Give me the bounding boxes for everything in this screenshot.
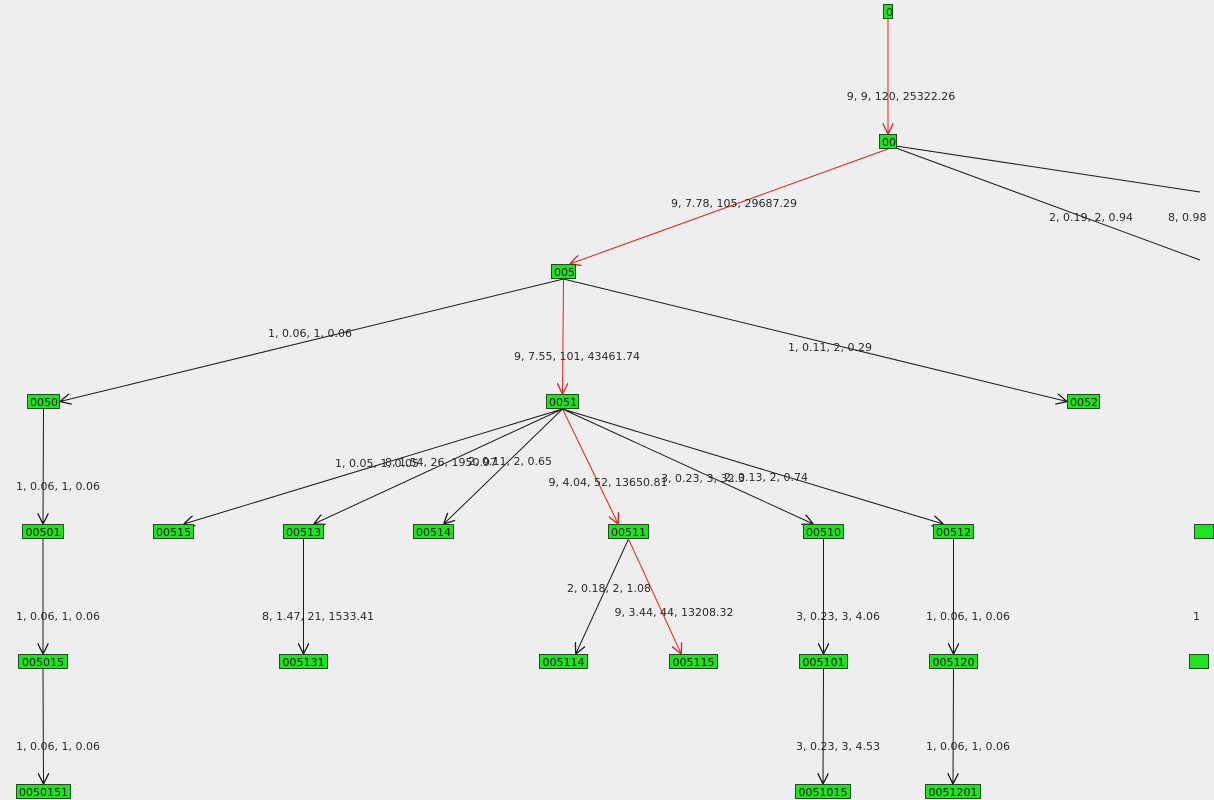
edge-0051-00512 <box>562 408 944 524</box>
node-00[interactable]: 00 <box>879 134 897 149</box>
edge-005-0051 <box>563 278 564 394</box>
node-00513[interactable]: 00513 <box>283 524 324 539</box>
node-partial-right-1[interactable] <box>1194 524 1214 539</box>
edge-label-005120-0051201: 1, 0.06, 1, 0.06 <box>926 740 1010 753</box>
node-0051[interactable]: 0051 <box>546 394 579 409</box>
edge-label-0051-00511: 9, 4.04, 52, 13650.81 <box>548 476 668 489</box>
node-00512[interactable]: 00512 <box>933 524 974 539</box>
edge-offscreen-1 <box>895 145 1201 193</box>
edge-label-partial-1: 2, 0.19, 2, 0.94 <box>1049 211 1133 224</box>
edge-label-00511-005115: 9, 3.44, 44, 13208.32 <box>614 606 734 619</box>
node-00510[interactable]: 00510 <box>803 524 844 539</box>
node-0051015[interactable]: 0051015 <box>795 784 851 799</box>
edge-0051-00513 <box>314 408 563 524</box>
edge-0051-00511 <box>562 408 619 524</box>
node-00501[interactable]: 00501 <box>22 524 64 539</box>
edge-label-0051-00513: 8, 1.54, 26, 1950.97 <box>385 456 497 469</box>
edge-005015-0050151 <box>43 668 44 784</box>
node-005101[interactable]: 005101 <box>799 654 848 669</box>
edge-label-00501-005015: 1, 0.06, 1, 0.06 <box>16 610 100 623</box>
node-005131[interactable]: 005131 <box>279 654 328 669</box>
node-0050[interactable]: 0050 <box>27 394 60 409</box>
edge-005-0052 <box>563 278 1068 402</box>
edge-00511-005115 <box>628 538 682 654</box>
node-0051201[interactable]: 0051201 <box>925 784 981 799</box>
node-005015[interactable]: 005015 <box>18 654 68 669</box>
edge-label-0051-00514: 2, 0.11, 2, 0.65 <box>468 455 552 468</box>
node-005114[interactable]: 005114 <box>539 654 588 669</box>
node-00514[interactable]: 00514 <box>413 524 454 539</box>
edge-label-00-005: 9, 7.78, 105, 29687.29 <box>671 197 797 210</box>
edge-005101-0051015 <box>823 668 824 784</box>
node-005[interactable]: 005 <box>551 264 576 279</box>
edge-00511-005114 <box>576 538 629 654</box>
node-005115[interactable]: 005115 <box>669 654 718 669</box>
edge-label-00512-005120: 1, 0.06, 1, 0.06 <box>926 610 1010 623</box>
edge-label-0050-00501: 1, 0.06, 1, 0.06 <box>16 480 100 493</box>
edge-label-0051-00515: 1, 0.05, 1, 0.05 <box>335 457 419 470</box>
edge-label-005-0050: 1, 0.06, 1, 0.06 <box>268 327 352 340</box>
edge-offscreen-2 <box>895 147 1201 261</box>
edge-label-005-0052: 1, 0.11, 2, 0.29 <box>788 341 872 354</box>
edge-0051-00514 <box>444 408 563 524</box>
edge-label-00511-005114: 2, 0.18, 2, 1.08 <box>567 582 651 595</box>
edge-label-00510-005101: 3, 0.23, 3, 4.06 <box>796 610 880 623</box>
edge-label-partial-2: 8, 0.98 <box>1168 211 1207 224</box>
edge-label-partial-3: 1 <box>1193 610 1200 623</box>
node-005120[interactable]: 005120 <box>929 654 978 669</box>
node-0[interactable]: 0 <box>883 4 893 19</box>
node-0052[interactable]: 0052 <box>1067 394 1100 409</box>
node-0050151[interactable]: 0050151 <box>16 784 71 799</box>
edge-label-0051-00512: 2, 0.13, 2, 0.74 <box>724 471 808 484</box>
edge-0051-00510 <box>562 408 814 524</box>
edge-00-005 <box>570 148 889 264</box>
edge-0051-00515 <box>184 408 563 524</box>
edge-label-005-0051: 9, 7.55, 101, 43461.74 <box>514 350 640 363</box>
edge-label-005101-0051015: 3, 0.23, 3, 4.53 <box>796 740 880 753</box>
edge-0050-00501 <box>43 408 44 524</box>
edge-label-005015-0050151: 1, 0.06, 1, 0.06 <box>16 740 100 753</box>
node-00511[interactable]: 00511 <box>608 524 649 539</box>
edge-005-0050 <box>60 278 564 402</box>
edge-005120-0051201 <box>953 668 954 784</box>
node-partial-right-2[interactable] <box>1189 654 1209 669</box>
edge-label-0-00: 9, 9, 120, 25322.26 <box>846 90 956 103</box>
node-00515[interactable]: 00515 <box>153 524 194 539</box>
edge-label-0051-00510: 3, 0.23, 3, 32.3 <box>661 472 745 485</box>
edge-label-00513-005131: 8, 1.47, 21, 1533.41 <box>262 610 374 623</box>
